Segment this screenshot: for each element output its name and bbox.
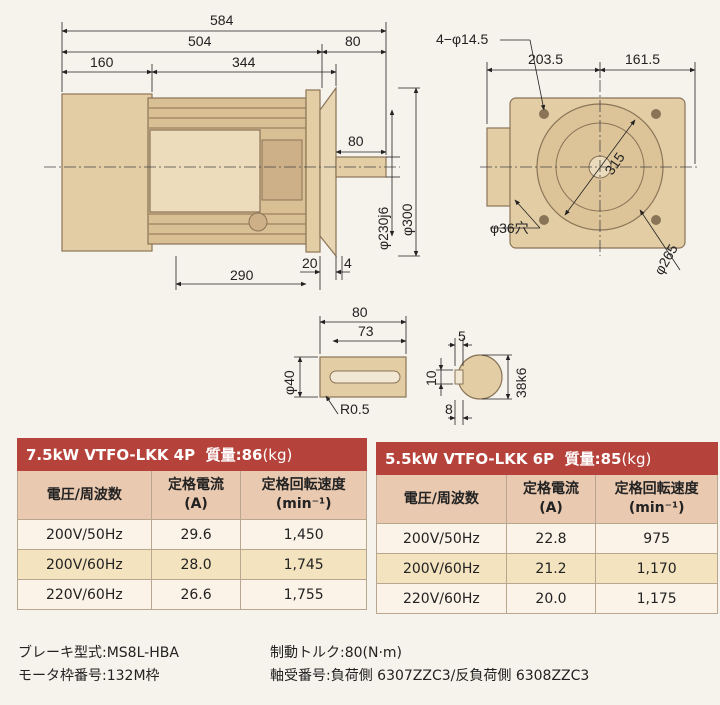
shaft-dimensions xyxy=(294,316,512,425)
col-current: 定格電流(A) xyxy=(505,474,597,524)
mass-label: 質量: xyxy=(564,450,601,468)
dim-brake: 160 xyxy=(90,54,114,70)
dim-shaft-length: 80 xyxy=(352,304,368,320)
dim-spigot: φ230j6 xyxy=(375,206,391,250)
shaft-detail xyxy=(319,354,503,400)
mass-value: 86 xyxy=(241,446,263,464)
bolt-hole xyxy=(539,109,549,119)
dim-body: 504 xyxy=(188,33,212,49)
dim-shaft-dia: φ40 xyxy=(281,370,297,395)
table-row: 200V/50Hz 29.6 1,450 xyxy=(17,519,367,550)
terminal-box xyxy=(149,129,261,213)
dim-key-len: 73 xyxy=(358,323,374,339)
spec-header-row: 電圧/周波数 定格電流(A) 定格回転速度(min⁻¹) xyxy=(17,470,367,520)
dim-key-depth: 8 xyxy=(445,401,453,417)
dim-key-w: 5 xyxy=(458,328,466,344)
spec-title-row: 5.5kW VTFO-LKK 6P 質量:85(kg) xyxy=(376,442,718,475)
mass-unit: (kg) xyxy=(621,450,652,468)
dim-side-right: 161.5 xyxy=(625,51,660,67)
dim-mount: 290 xyxy=(230,267,254,283)
col-voltage: 電圧/周波数 xyxy=(376,474,507,524)
mass-unit: (kg) xyxy=(262,446,293,464)
table-row: 220V/60Hz 20.0 1,175 xyxy=(376,583,718,614)
flange xyxy=(305,89,321,253)
dim-shaft-len: 80 xyxy=(348,133,364,149)
dim-side-left: 203.5 xyxy=(528,51,563,67)
dim-radius: R0.5 xyxy=(340,401,370,417)
dimension-drawing: 584 504 80 160 344 80 φ230j6 φ300 290 20… xyxy=(44,12,700,425)
col-voltage: 電圧/周波数 xyxy=(17,470,152,520)
table-row: 200V/60Hz 28.0 1,745 xyxy=(17,549,367,580)
front-view xyxy=(44,86,400,258)
dim-motor: 344 xyxy=(232,54,256,70)
dim-flange-ext: 80 xyxy=(345,33,361,49)
bolt-hole xyxy=(651,109,661,119)
bolt-hole xyxy=(651,215,661,225)
keyway xyxy=(329,370,401,384)
spec-title-row: 7.5kW VTFO-LKK 4P 質量:86(kg) xyxy=(17,438,367,471)
col-speed: 定格回転速度(min⁻¹) xyxy=(240,470,367,520)
frame-number: モータ枠番号:132M枠 xyxy=(18,668,160,684)
col-current: 定格電流(A) xyxy=(150,470,242,520)
dim-flange-thk: 4 xyxy=(344,255,352,271)
dim-shaft-fit: 38k6 xyxy=(513,367,529,398)
col-speed: 定格回転速度(min⁻¹) xyxy=(595,474,718,524)
table-row: 220V/60Hz 26.6 1,755 xyxy=(17,579,367,610)
lifting-eye xyxy=(248,212,268,232)
table-row: 200V/50Hz 22.8 975 xyxy=(376,523,718,554)
table-row: 200V/60Hz 21.2 1,170 xyxy=(376,553,718,584)
spec-notes: ブレーキ型式:MS8L-HBA 制動トルク:80(N·m) モータ枠番号:132M… xyxy=(18,642,589,688)
dim-spigot-depth: 20 xyxy=(302,255,318,271)
bearing-number: 軸受番号:負荷側 6307ZZC3/反負荷側 6308ZZC3 xyxy=(270,668,590,684)
spec-table-6p: 5.5kW VTFO-LKK 6P 質量:85(kg) 電圧/周波数 定格電流(… xyxy=(376,442,718,614)
spec-header-row: 電圧/周波数 定格電流(A) 定格回転速度(min⁻¹) xyxy=(376,474,718,524)
brake-cover xyxy=(61,93,153,252)
brake-torque: 制動トルク:80(N·m) xyxy=(270,645,403,661)
spec-title: 5.5kW VTFO-LKK 6P xyxy=(385,450,555,468)
spec-table-4p: 7.5kW VTFO-LKK 4P 質量:86(kg) 電圧/周波数 定格電流(… xyxy=(17,438,367,610)
spec-title: 7.5kW VTFO-LKK 4P xyxy=(26,446,196,464)
mass-label: 質量: xyxy=(205,446,242,464)
side-dimensions xyxy=(486,39,696,271)
mass-value: 85 xyxy=(600,450,622,468)
front-dimensions xyxy=(61,22,420,290)
dim-key-h: 10 xyxy=(423,370,439,386)
shaft-section xyxy=(457,354,503,400)
dim-overall: 584 xyxy=(210,12,234,28)
dim-flange-dia: φ300 xyxy=(399,203,415,236)
dim-cable-hole: φ36穴 xyxy=(490,220,529,236)
cooling-fins xyxy=(148,107,306,235)
bolt-hole xyxy=(539,215,549,225)
dim-holes: 4−φ14.5 xyxy=(436,31,489,47)
brake-model: ブレーキ型式:MS8L-HBA xyxy=(18,645,179,661)
